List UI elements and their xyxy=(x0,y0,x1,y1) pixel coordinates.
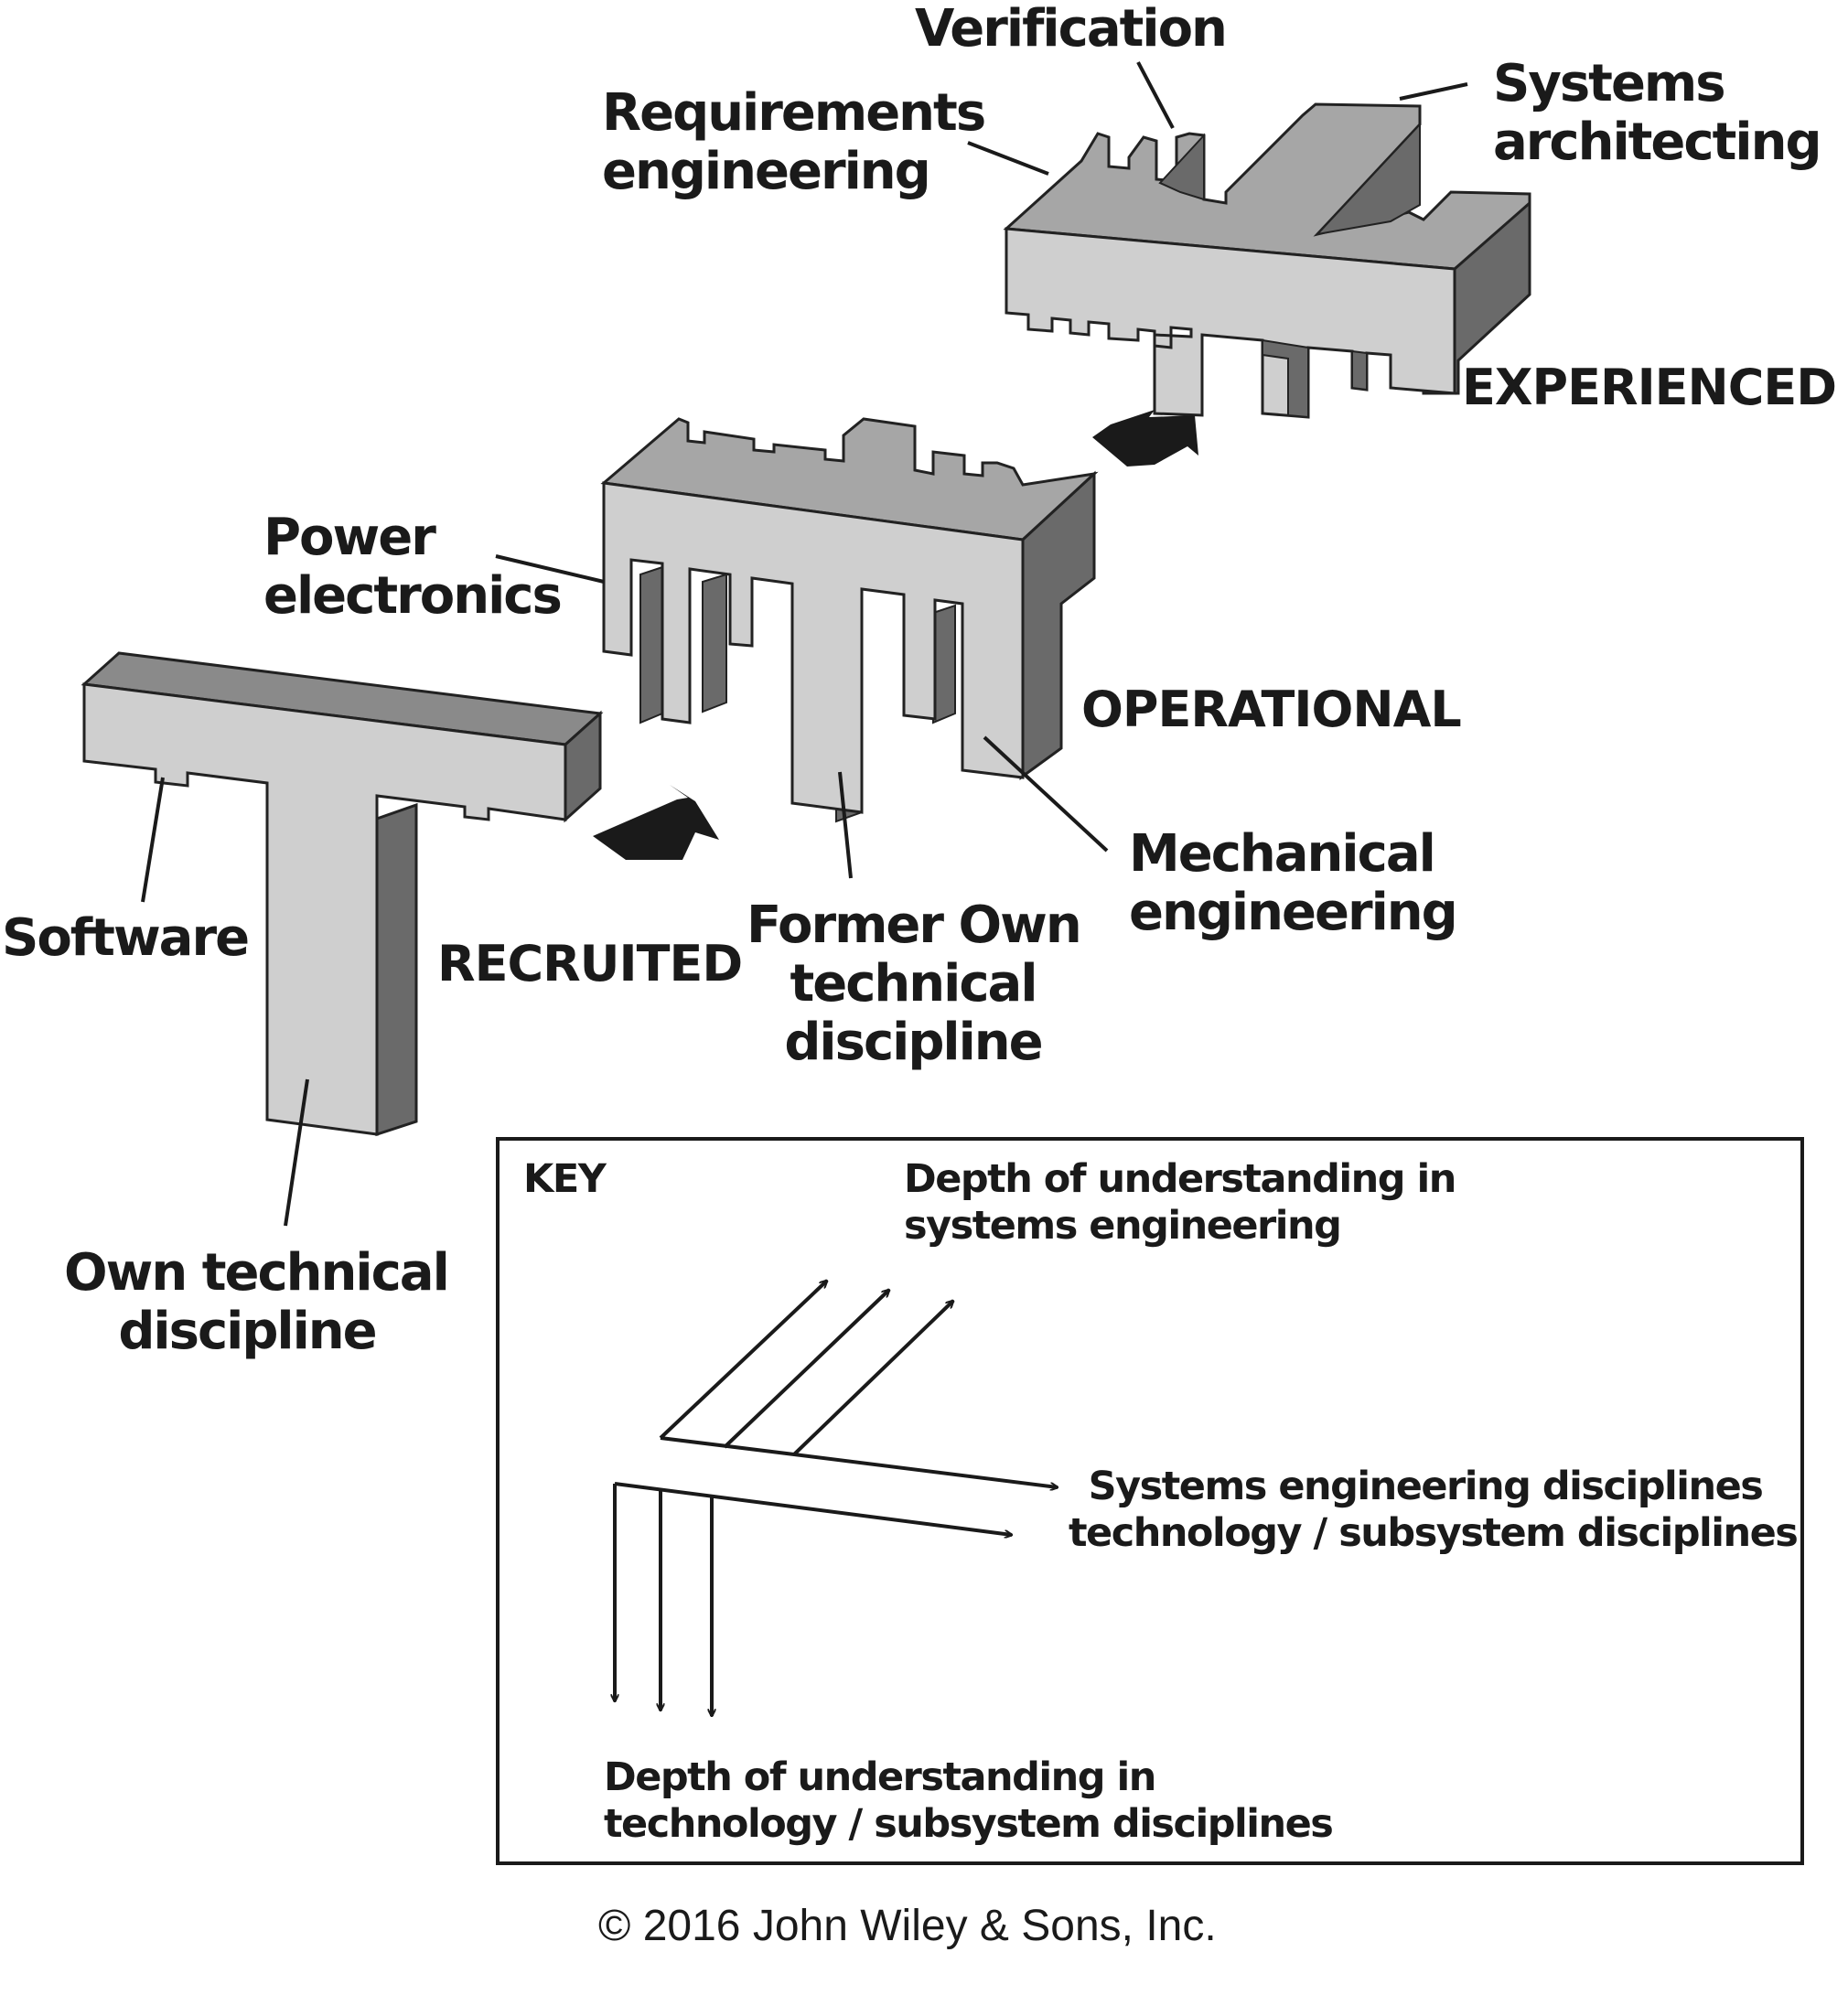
label-requirements-engineering: Requirements engineering xyxy=(602,83,986,201)
key-arrows xyxy=(615,1281,1058,1716)
label-former-own-technical-discipline: Former Own technical discipline xyxy=(747,896,1082,1072)
label-systems-architecting: Systems architecting xyxy=(1493,54,1822,172)
label-verification: Verification xyxy=(915,0,1228,59)
key-breadth-label: Systems engineering disciplines technolo… xyxy=(1069,1464,1799,1556)
experienced-comb-shape xyxy=(1003,102,1531,419)
label-own-technical-discipline: Own technical discipline xyxy=(64,1243,450,1361)
recruited-t-shape xyxy=(81,651,604,1137)
key-title: KEY xyxy=(523,1156,607,1202)
progression-arrow-1 xyxy=(593,785,719,860)
label-mechanical-engineering: Mechanical engineering xyxy=(1129,824,1458,942)
label-software: Software xyxy=(2,908,250,968)
stage-recruited: RECRUITED xyxy=(437,935,743,992)
label-power-electronics: Power electronics xyxy=(263,508,563,626)
progression-arrow-2 xyxy=(1092,410,1198,467)
stage-experienced: EXPERIENCED xyxy=(1462,359,1837,416)
copyright-notice: © 2016 John Wiley & Sons, Inc. xyxy=(598,1902,1217,1950)
stage-operational: OPERATIONAL xyxy=(1081,681,1462,738)
leader-lines xyxy=(141,61,1468,1227)
key-systems-depth-label: Depth of understanding in systems engine… xyxy=(904,1156,1456,1249)
key-technology-depth-label: Depth of understanding in technology / s… xyxy=(604,1754,1334,1847)
key-box xyxy=(496,1137,1804,1865)
operational-comb-shape xyxy=(600,417,1099,823)
